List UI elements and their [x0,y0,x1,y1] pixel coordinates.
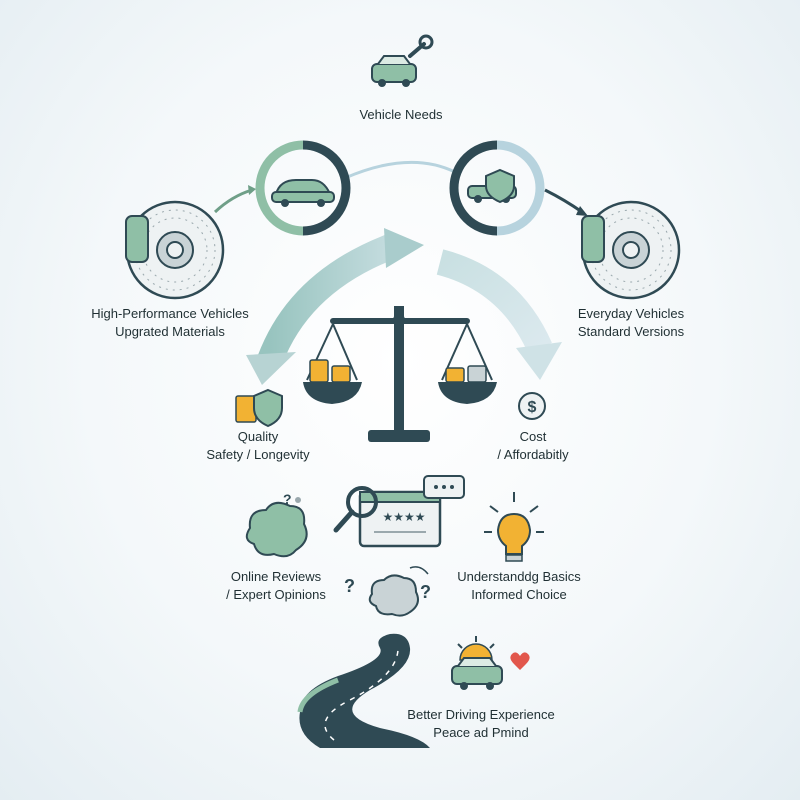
vehicle-needs-label: Vehicle Needs [359,106,442,124]
brain-questions-icon: ? ? [344,566,431,617]
outcome-line1: Better Driving Experience [407,707,555,722]
lightbulb-icon [484,492,544,562]
high-performance-label: High-Performance Vehicles Upgrated Mater… [91,305,249,341]
connector-arc [344,160,456,180]
reviews-label: Online Reviews / Expert Opinions [226,568,326,604]
coin-stack-right [445,365,487,383]
svg-text:?: ? [344,576,355,596]
big-arrowhead-right [516,342,562,380]
reviews-line2: / Expert Opinions [226,587,326,602]
svg-text:?: ? [283,491,292,507]
understanding-line2: Informed Choice [471,587,567,602]
big-arrow-right [436,249,552,354]
brake-disc-left-icon [125,200,225,300]
svg-text:★★★★: ★★★★ [382,510,425,524]
everyday-label: Everyday Vehicles Standard Versions [578,305,684,341]
everyday-line2: Standard Versions [577,324,685,339]
outcome-label: Better Driving Experience Peace ad Pmind [407,706,554,742]
big-arrow-left [257,232,400,365]
vehicle-needs-text: Vehicle Needs [359,107,443,122]
quality-label: Quality Safety / Longevity [206,428,309,464]
arrow-to-left-disc [213,188,253,214]
big-arrowhead-left [246,352,296,385]
cost-label: Cost / Affordabitly [497,428,568,464]
cost-line1: Cost [519,429,547,444]
high-performance-line2: Upgrated Materials [115,324,225,339]
outcome-line2: Peace ad Pmind [433,725,529,740]
winding-road-icon [297,633,430,748]
svg-text:?: ? [420,582,431,602]
big-arrowhead-top [384,228,424,268]
magnifier-review-icon: ★★★★ [333,486,442,548]
balance-scale-icon [303,306,497,442]
arrowhead-right [576,206,588,216]
car-sun-heart-icon [451,636,530,690]
understanding-line1: Understanddg Basics [457,569,581,584]
coins-shield-icon [235,388,283,428]
svg-text:$: $ [528,399,537,416]
brake-disc-right-icon [581,200,681,300]
understanding-label: Understanddg Basics Informed Choice [457,568,581,604]
car-shield-circle-icon [449,140,545,236]
reviews-line1: Online Reviews [230,569,322,584]
chat-bubble-icon [423,475,465,499]
car-circle-icon [255,140,351,236]
quality-line1: Quality [237,429,279,444]
car-wrench-icon [371,34,434,87]
high-performance-line1: High-Performance Vehicles [91,306,249,321]
coin-stack-left [309,359,351,383]
arrow-to-right-disc [544,188,583,214]
dollar-coin-icon: $ [518,392,546,420]
everyday-line1: Everyday Vehicles [577,306,685,321]
arrowhead-left [248,185,256,195]
quality-line2: Safety / Longevity [206,447,310,462]
brain-question-icon: ? [245,491,308,558]
cost-line2: / Affordabitly [497,447,569,462]
